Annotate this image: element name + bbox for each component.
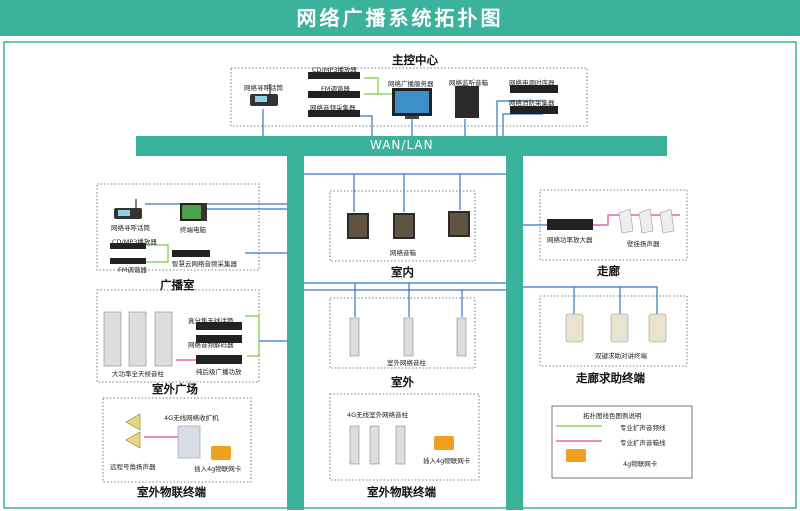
fm-tuner-label: FM调谐器 [321,85,350,93]
corridor-amplifier-icon [547,219,593,230]
backbone-label: WAN/LAN [370,138,434,152]
amp4g-label: 4G无线网络收扩机 [164,414,219,422]
decoder-icon [196,335,242,343]
monitor-speaker-label: 网络监听音箱 [449,79,488,87]
room-paging-mic-label: 网络寻呼话筒 [111,224,150,232]
sim-card-icon [211,446,231,460]
control-center-title: 主控中心 [392,53,438,67]
indoor-speaker-label: 网络音箱 [390,249,416,257]
audio-collector-icon [308,110,360,117]
server-label: 网络广播服务器 [388,80,434,88]
legend-title: 拓扑图线色图例说明 [583,412,642,420]
amp-icon [196,355,242,364]
column4g-icon [349,425,406,465]
column4g-label: 4G无线室外网络音柱 [347,411,409,419]
indoor-title: 室内 [391,265,414,279]
outdoor-column-icon [349,317,467,357]
room-paging-mic-icon [114,199,142,219]
sim-card-icon [434,436,454,450]
net-line [523,286,658,314]
horn-label: 远程号角扬声器 [110,463,156,471]
outdoor-title: 室外 [391,375,414,389]
intercom-label: 双键求助对讲终端 [595,352,647,360]
broadcast-room-box [96,183,260,271]
smart-collector-label: 智慧云网络音频采集器 [172,260,237,268]
smart-collector-icon [172,250,210,257]
legend-item-speaker: 专业扩声音箱线 [620,439,666,447]
terminal-pc-label: 终端电脑 [180,226,206,234]
legend-sim-icon [566,449,586,462]
wireless-mic-icon [196,322,242,330]
wall-speaker-icon [618,208,675,234]
fm-tuner-icon [308,91,360,98]
fire-collector-icon [510,106,558,114]
intercom-icon [565,313,667,343]
legend-item-sim: 4g物联网卡 [623,460,658,468]
backbone-right-trunk [506,150,523,510]
corridor-help-title: 走廊求助终端 [576,371,645,385]
iot-mid-sim-label: 插入4g物联网卡 [423,457,471,465]
amp4g-icon [177,425,201,459]
audio-line [245,315,260,357]
decoder-label: 网络音频解码器 [188,341,234,349]
cd-player-label: CD/MP3播放器 [312,66,357,74]
corridor-title: 走廊 [597,264,620,278]
corridor-amplifier-label: 网络功率放大器 [547,236,593,244]
amp-label: 纯后级广播功放 [196,368,242,376]
outer-frame [3,41,797,509]
legend-box [551,405,693,479]
outdoor-box [329,297,476,369]
horn-speaker-icon [125,413,141,449]
terminal-pc-icon [180,203,207,221]
iot-mid-title: 室外物联终端 [367,485,436,499]
square-column-icon [103,311,173,367]
room-fm-tuner-icon [110,258,146,264]
control-center-box [230,67,588,127]
audio-line [364,77,379,95]
corridor-help-box [539,295,688,367]
cd-player-icon [308,72,360,79]
net-line [496,100,543,136]
iot-left-title: 室外物联终端 [137,485,206,499]
monitor-speaker-icon [455,86,479,118]
wall-speaker-label: 壁挂扬声器 [627,240,660,248]
wireless-mic-label: 真分集无线话筒 [188,317,234,325]
room-cd-player-label: CD/MP3播放器 [112,238,157,246]
indoor-speaker-icon [347,211,470,239]
legend-item-audio: 专业扩声音频线 [620,424,666,432]
outdoor-column-label: 室外网络音柱 [387,359,426,367]
paging-mic-label: 网络寻呼话筒 [244,84,283,92]
net-line [502,113,543,136]
audio-collector-label: 网络音频采集器 [310,104,356,112]
fire-collector-label: 网络消防采集器 [509,99,555,107]
outdoor-square-title: 室外广场 [152,382,198,396]
audio-line [145,244,169,263]
power-sequencer-icon [510,85,558,93]
room-fm-tuner-label: FM调谐器 [118,266,147,274]
broadcast-room-title: 广播室 [160,278,195,292]
paging-mic-icon [250,84,278,106]
iot-left-sim-label: 插入4g物联网卡 [194,465,242,473]
room-cd-player-icon [110,243,146,249]
iot-mid-box [329,393,480,481]
backbone-left-trunk [287,150,304,510]
wan-lan-backbone [136,136,667,156]
square-column-label: 大功率全天候音柱 [112,370,164,378]
indoor-box [329,190,476,262]
server-monitor-icon [392,88,432,119]
iot-left-box [102,397,252,483]
power-sequencer-label: 网络电源时序器 [509,79,555,87]
page-title: 网络广播系统拓扑图 [0,0,800,36]
